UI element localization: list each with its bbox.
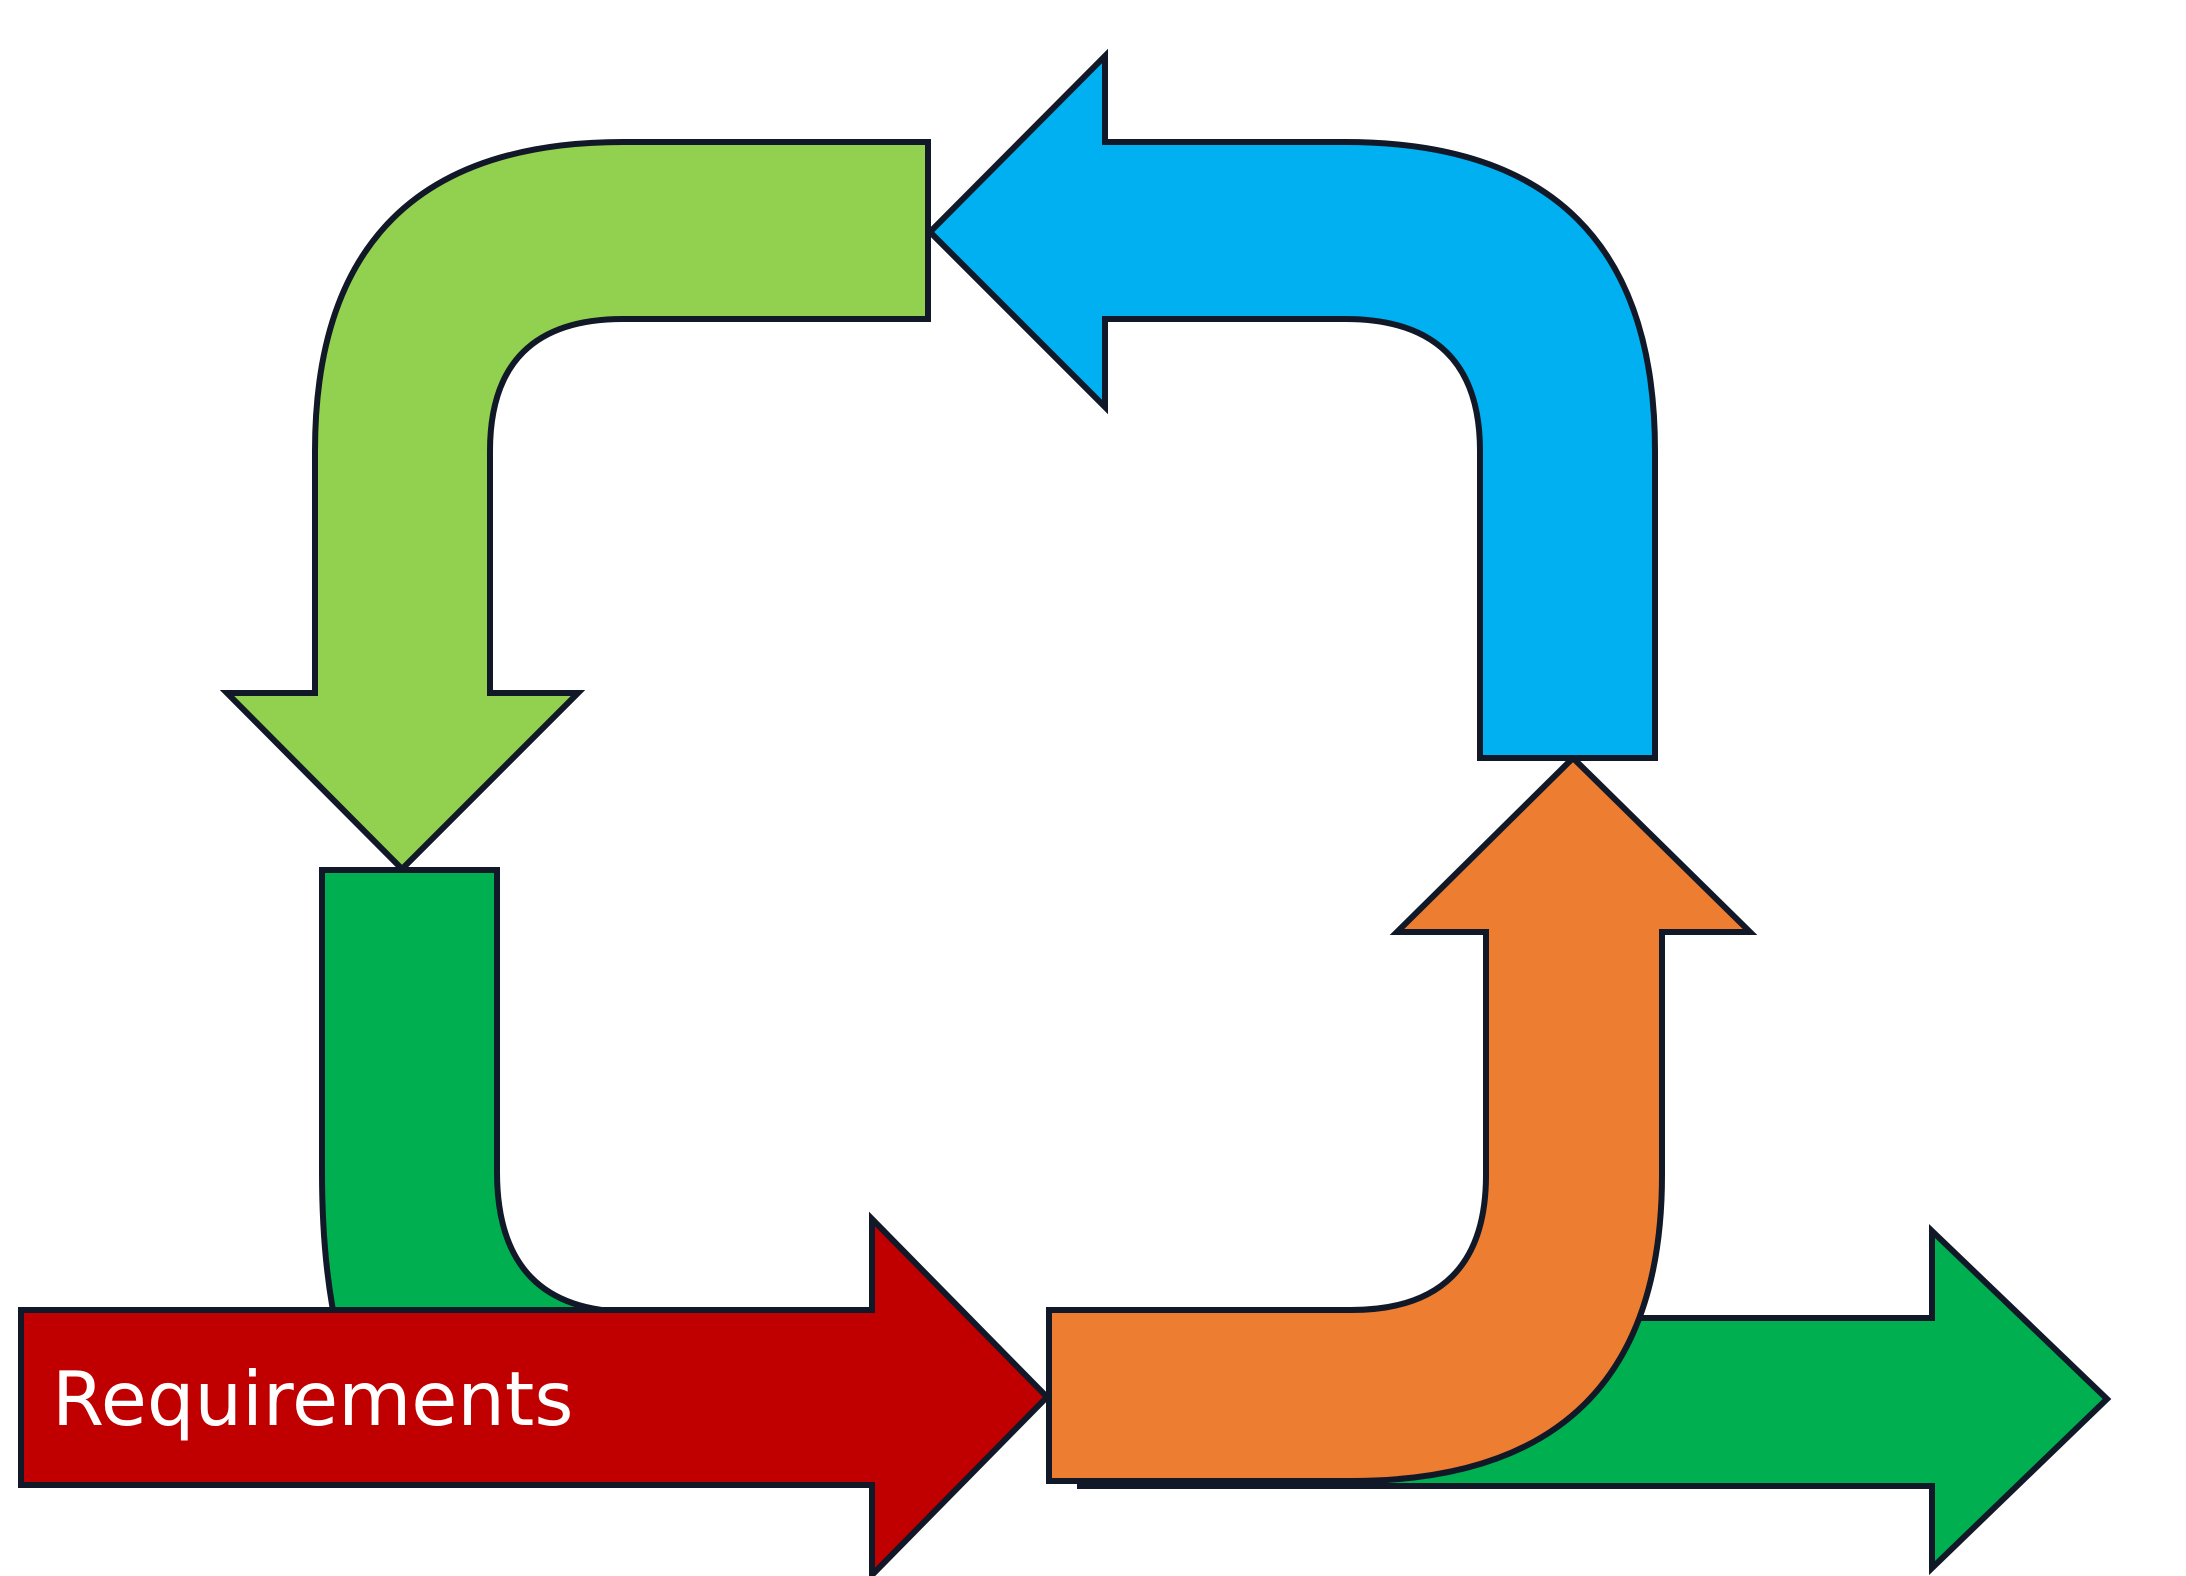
requirements-label: Requirements — [52, 1355, 573, 1443]
orange-up-arrow — [1046, 753, 1758, 1484]
requirements-arrow — [18, 1211, 1052, 1576]
light-green-down-arrow — [219, 139, 931, 874]
blue-left-arrow — [925, 48, 1658, 761]
